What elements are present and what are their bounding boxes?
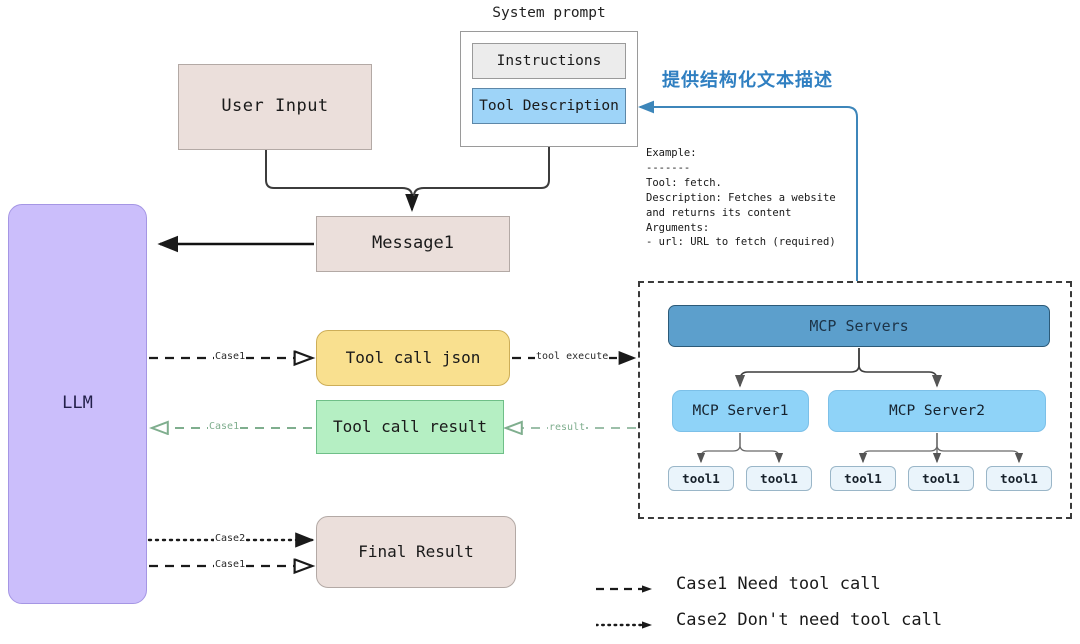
legend: Case1 Need tool call Case2 Don't need to… xyxy=(594,566,1066,638)
edge-label-case1-toolcall: Case1 xyxy=(214,351,247,362)
tool-call-result-node[interactable]: Tool call result xyxy=(316,400,504,454)
tool-node-1[interactable]: tool1 xyxy=(746,466,812,491)
legend-dashed-line-icon xyxy=(596,579,654,593)
legend-row-case2: Case2 Don't need tool call xyxy=(594,602,1066,638)
mcp-servers-node[interactable]: MCP Servers xyxy=(668,305,1050,347)
legend-row-case1: Case1 Need tool call xyxy=(596,566,1066,602)
mcp-server1-node[interactable]: MCP Server1 xyxy=(672,390,809,432)
system-prompt-label: System prompt xyxy=(492,4,606,21)
edge-label-case1-result: Case1 xyxy=(208,421,241,432)
final-result-node[interactable]: Final Result xyxy=(316,516,516,588)
user-input-node[interactable]: User Input xyxy=(178,64,372,150)
tool-description-block[interactable]: Tool Description xyxy=(472,88,626,124)
legend-dotted-line-icon xyxy=(594,615,654,629)
mcp-server2-node[interactable]: MCP Server2 xyxy=(828,390,1046,432)
legend-label-case1: Case1 Need tool call xyxy=(676,574,881,594)
example-text-block: Example: ------- Tool: fetch. Descriptio… xyxy=(646,147,836,249)
edge-label-tool-execute: tool execute xyxy=(535,351,610,362)
chinese-annotation: 提供结构化文本描述 xyxy=(662,70,833,91)
tool-node-2[interactable]: tool1 xyxy=(830,466,896,491)
mcp-group-container xyxy=(638,281,1072,519)
llm-node[interactable]: LLM xyxy=(8,204,147,604)
edge-label-result: result xyxy=(548,422,587,433)
edge-label-case2-final: Case2 xyxy=(214,533,247,544)
tool-node-4[interactable]: tool1 xyxy=(986,466,1052,491)
legend-label-case2: Case2 Don't need tool call xyxy=(676,610,943,630)
tool-call-json-node[interactable]: Tool call json xyxy=(316,330,510,386)
edge-label-case1-final: Case1 xyxy=(214,559,247,570)
edge-systemprompt-to-message1 xyxy=(413,147,550,197)
instructions-block[interactable]: Instructions xyxy=(472,43,626,79)
edge-userinput-to-message1 xyxy=(265,150,419,212)
tool-node-3[interactable]: tool1 xyxy=(908,466,974,491)
message1-node[interactable]: Message1 xyxy=(316,216,510,272)
tool-node-0[interactable]: tool1 xyxy=(668,466,734,491)
